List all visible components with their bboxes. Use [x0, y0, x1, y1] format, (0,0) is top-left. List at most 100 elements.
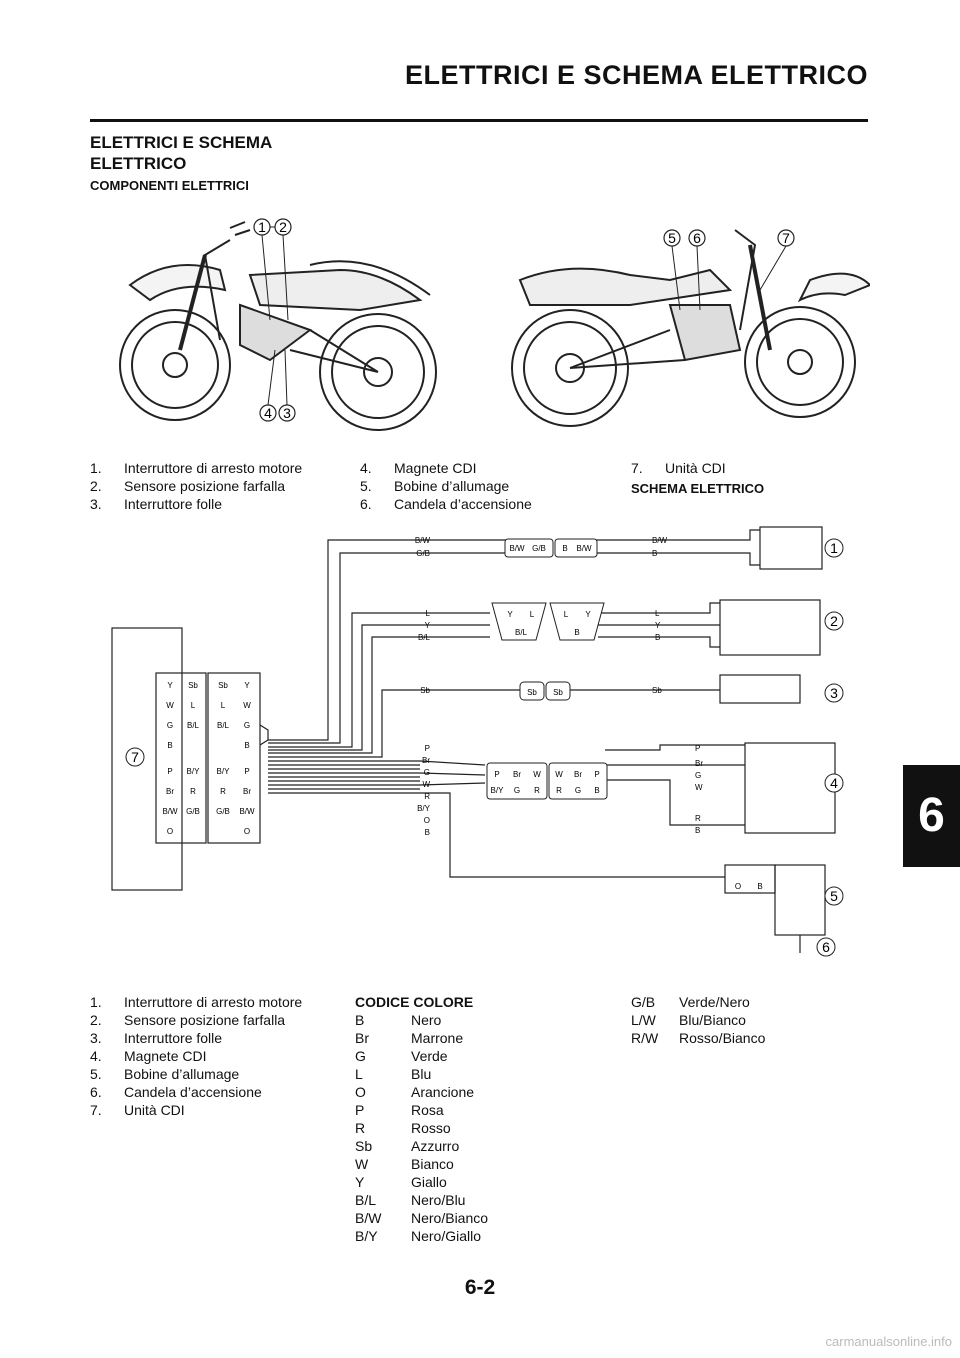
wiring-callouts: 1 2 3 4 5 6 7 — [125, 538, 844, 957]
svg-text:R: R — [190, 787, 196, 796]
header-rule — [90, 119, 868, 122]
wiring-callout-3: 3 — [824, 683, 844, 703]
moto-callout-7: 7 — [777, 229, 795, 247]
svg-text:B: B — [655, 633, 660, 642]
svg-text:R: R — [220, 787, 226, 796]
svg-text:B/L: B/L — [187, 721, 200, 730]
svg-text:L: L — [221, 701, 226, 710]
list-item: 2.Sensore posizione farfalla — [90, 1012, 286, 1028]
svg-text:Br: Br — [166, 787, 174, 796]
moto-callout-2: 2 — [274, 218, 292, 236]
svg-text:W: W — [555, 770, 563, 779]
moto-callout-4: 4 — [259, 404, 277, 422]
moto-callout-3: 3 — [278, 404, 296, 422]
svg-text:G/B: G/B — [532, 544, 546, 553]
svg-text:B/Y: B/Y — [417, 804, 431, 813]
svg-text:L: L — [530, 610, 535, 619]
svg-text:B: B — [562, 544, 567, 553]
wiring-callout-2: 2 — [824, 611, 844, 631]
svg-text:B/Y: B/Y — [187, 767, 201, 776]
svg-text:G: G — [167, 721, 173, 730]
schema-title: SCHEMA ELETTRICO — [631, 481, 765, 496]
svg-text:Sb: Sb — [420, 686, 430, 695]
wiring-callout-6: 6 — [816, 937, 836, 957]
list-item: 4.Magnete CDI — [360, 460, 477, 476]
wiring-callout-1: 1 — [824, 538, 844, 558]
motorcycle-illustrations: 1 2 3 4 5 6 7 — [119, 218, 870, 431]
svg-text:Br: Br — [574, 770, 582, 779]
svg-text:1: 1 — [830, 540, 838, 556]
moto-callout-5: 5 — [663, 229, 681, 247]
cdi-connector-a — [155, 672, 207, 844]
svg-text:4: 4 — [830, 775, 838, 791]
svg-text:3: 3 — [830, 685, 838, 701]
cdi-magneto — [744, 742, 836, 834]
ignition-coil-connector — [724, 864, 776, 894]
components-list-col1: 1.Interruttore di arresto motore 2.Senso… — [90, 459, 302, 513]
chapter-tab: 6 — [903, 765, 960, 867]
svg-text:P: P — [244, 767, 249, 776]
wiring-callout-7: 7 — [125, 747, 145, 767]
svg-text:R: R — [534, 786, 540, 795]
svg-text:B: B — [244, 741, 249, 750]
svg-text:Sb: Sb — [188, 681, 198, 690]
svg-text:B/W: B/W — [162, 807, 178, 816]
list-item: 4.Magnete CDI — [90, 1048, 207, 1064]
svg-text:Br: Br — [513, 770, 521, 779]
svg-text:B: B — [695, 826, 700, 835]
svg-text:G: G — [514, 786, 520, 795]
svg-text:2: 2 — [279, 219, 287, 235]
svg-text:P: P — [167, 767, 172, 776]
moto-callouts: 1 2 3 4 5 6 7 — [253, 218, 795, 422]
svg-text:P: P — [494, 770, 499, 779]
svg-text:Br: Br — [422, 756, 430, 765]
svg-text:B/Y: B/Y — [491, 786, 505, 795]
svg-text:7: 7 — [782, 230, 790, 246]
moto-callout-6: 6 — [688, 229, 706, 247]
moto-callout-1: 1 — [253, 218, 271, 236]
svg-text:B: B — [757, 882, 762, 891]
svg-text:Sb: Sb — [218, 681, 228, 690]
cdi-connector-b — [207, 672, 261, 844]
svg-text:L: L — [655, 609, 660, 618]
svg-text:Y: Y — [507, 610, 513, 619]
throttle-sensor — [719, 599, 821, 656]
svg-text:O: O — [167, 827, 173, 836]
list-item: 7.Unità CDI — [631, 460, 726, 476]
svg-text:7: 7 — [131, 749, 139, 765]
svg-text:W: W — [422, 780, 430, 789]
wire-labels-left: B/W G/B L Y B/L Sb P Br G W R B/Y O B — [415, 536, 431, 837]
svg-text:6: 6 — [693, 230, 701, 246]
list-item: 3.Interruttore folle — [90, 1030, 223, 1046]
color-code-heading: CODICE COLORE — [355, 994, 474, 1010]
svg-text:W: W — [533, 770, 541, 779]
section-title-line2: ELETTRICO — [90, 154, 187, 173]
svg-text:Sb: Sb — [553, 688, 563, 697]
components-list-col2: 4.Magnete CDI 5.Bobine d’allumage 6.Cand… — [360, 459, 532, 513]
svg-text:1: 1 — [258, 219, 266, 235]
svg-text:G: G — [244, 721, 250, 730]
svg-text:B/W: B/W — [576, 544, 592, 553]
svg-text:G/B: G/B — [186, 807, 200, 816]
section-title: ELETTRICI E SCHEMA ELETTRICO — [90, 132, 330, 174]
svg-text:L: L — [426, 609, 431, 618]
svg-text:P: P — [425, 744, 430, 753]
wire-labels-right: B/W B L Y B Sb P Br G W R B — [652, 536, 703, 835]
svg-text:Y: Y — [655, 621, 661, 630]
svg-text:G/B: G/B — [216, 807, 230, 816]
svg-text:W: W — [243, 701, 251, 710]
list-item: 5.Bobine d’allumage — [90, 1066, 240, 1082]
svg-text:Br: Br — [243, 787, 251, 796]
list-item: 7.Unità CDI — [90, 1102, 185, 1118]
list-item: 1.Interruttore di arresto motore — [90, 460, 303, 476]
svg-text:R: R — [695, 814, 701, 823]
